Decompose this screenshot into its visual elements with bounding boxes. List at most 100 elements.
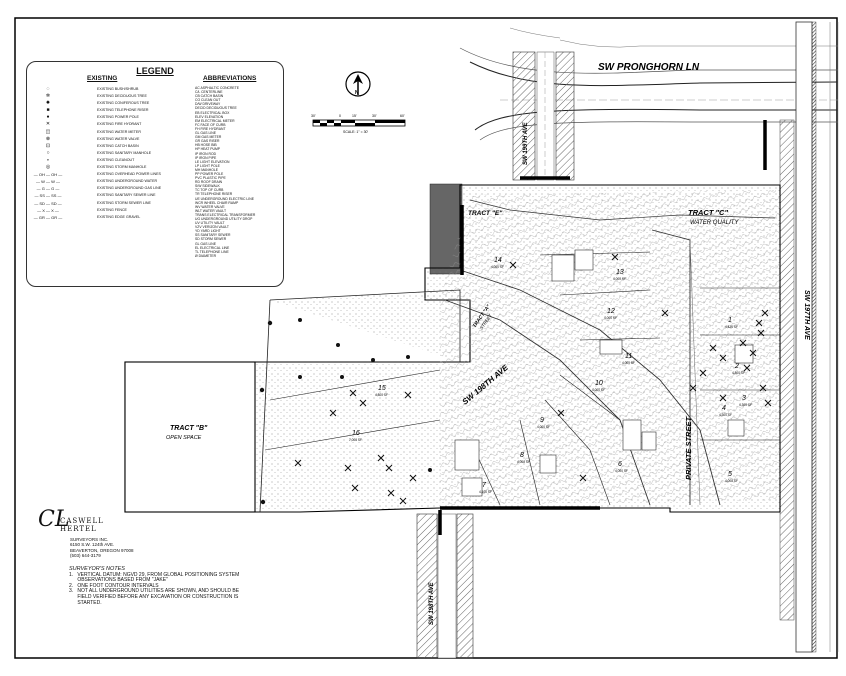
- abbreviation-item: RD ROOF DRAIN: [195, 180, 223, 185]
- tree-markers: [294, 253, 772, 505]
- lot-lines: [264, 251, 780, 506]
- lot-number: 7: [482, 482, 487, 489]
- street-label-197th: SW 197TH AVE: [803, 290, 810, 340]
- address-line: (503) 644-3179: [70, 553, 101, 559]
- tract-b-sub: OPEN SPACE: [166, 435, 202, 441]
- abbreviation-item: GR GAS RISER: [195, 139, 220, 144]
- abbreviation-item: UE UNDERGROUND ELECTRIC LINE: [195, 196, 254, 201]
- legend-title: LEGEND: [136, 66, 174, 76]
- abbreviation-item: HP HEAT PUMP: [195, 147, 221, 152]
- company-address: SURVEYORS INC.6150 S.W. 124th AVE.BEAVER…: [70, 537, 134, 559]
- abbreviation-item: PP POWER POLE: [195, 171, 224, 176]
- lot-number: 10: [595, 380, 603, 387]
- street-label-199th: SW 199TH AVE: [523, 121, 529, 165]
- abbreviation-item: YD YARD LIGHT: [195, 229, 221, 234]
- legend-item: EXISTING POWER POLE: [97, 115, 139, 120]
- legend-symbol-icon: ✕: [45, 121, 51, 128]
- legend-symbol-icon: ○: [46, 149, 50, 156]
- legend-line-sample: — OH — OH —: [33, 172, 63, 178]
- legend-line-sample: — GR — GR —: [33, 214, 63, 220]
- abbreviation-item: IP IRON ROD: [195, 151, 217, 156]
- abbreviation-item: FH FIRE HYDRANT: [195, 126, 226, 131]
- abbreviation-item: S/W SIDEWALK: [195, 184, 220, 189]
- lot-area: 4,000 SF: [604, 316, 617, 320]
- lot-area: 4,000 SF: [613, 277, 626, 281]
- abbreviation-item: LP LIGHT POLE: [195, 163, 220, 168]
- note-line: 3. NOT ALL UNDERGROUND UTILITIES ARE SHO…: [69, 588, 240, 595]
- abbreviation-item: ELEV ELEVATION: [195, 114, 224, 119]
- abbreviation-item: TRANS ELECTRICAL TRANSFORMER: [195, 212, 256, 217]
- abbreviation-item: PVC PLASTIC PIPE: [195, 176, 226, 181]
- north-letter: N: [355, 90, 359, 96]
- abbreviation-item: HB HOSE BIB: [195, 143, 217, 148]
- legend-symbol-icon: ✹: [45, 100, 51, 107]
- abbreviation-item: GL GAS LINE: [195, 241, 216, 246]
- private-street-label: PRIVATE STREET: [684, 416, 693, 480]
- legend-panel: LEGEND EXISTING ABBREVIATIONS ◌✲✹■●✕◫⊗⊡○…: [26, 61, 284, 287]
- abbreviation-item: WCR WHEEL CHAIR RAMP: [195, 200, 239, 205]
- note-line: FIELD VERIFIED BEFORE ANY EXCAVATION OR …: [69, 593, 239, 600]
- scale-tick-1: 0: [339, 114, 341, 118]
- legend-line-sample: — SD — SD —: [34, 200, 62, 206]
- abbreviation-item: FC FACE OF CURB: [195, 122, 226, 127]
- legend-item: EXISTING CONIFEROUS TREE: [97, 101, 150, 106]
- lot-number: 8: [520, 452, 524, 459]
- legend-item: EXISTING CATCH BASIN: [97, 143, 139, 148]
- legend-item: EXISTING FENCE: [97, 207, 127, 212]
- company-name-line1: CASWELL: [60, 517, 104, 525]
- legend-item: EXISTING UNDERGROUND WATER: [97, 179, 158, 184]
- lot-area: 4,800 SF: [375, 393, 388, 397]
- scale-label: SCALE: 1" = 30': [343, 130, 368, 134]
- lot-number: 4: [722, 405, 726, 412]
- abbreviation-item: EL ELECTRICAL LINE: [195, 245, 230, 250]
- tract-b-area: [124, 361, 256, 513]
- legend-item: EXISTING DECIDUOUS TREE: [97, 94, 147, 99]
- sw-198th-lower: [416, 513, 474, 659]
- lot-area: 4,000 SF: [537, 425, 550, 429]
- lot-number: 13: [616, 269, 624, 276]
- legend-item: EXISTING SANITARY SEWER LINE: [97, 193, 156, 198]
- lot-number: 14: [494, 257, 502, 264]
- note-line: STARTED.: [69, 599, 102, 606]
- abbreviation-item: Ø DIAMETER: [195, 253, 217, 258]
- lot-number: 9: [540, 417, 544, 424]
- company-name: CASWELL HERTEL: [60, 517, 104, 533]
- lot-area: 4,000 SF: [615, 469, 628, 473]
- legend-item: EXISTING CLEANOUT: [97, 157, 135, 162]
- legend-item: EXISTING STORM SEWER LINE: [97, 200, 151, 205]
- note-line: OBSERVATIONS BASED FROM "JAKE": [69, 577, 168, 584]
- company-name-line2: HERTEL: [60, 525, 97, 533]
- lot-number: 3: [742, 395, 746, 402]
- lot-area: 4,100 SF: [479, 490, 492, 494]
- lot-area: 4,000 SF: [622, 361, 635, 365]
- lot-area: 4,000 SF: [592, 388, 605, 392]
- abbreviation-item: WLT WATER VAULT: [195, 208, 227, 213]
- abbreviation-item: TR TELEPHONE RISER: [195, 192, 233, 197]
- legend-item: EXISTING STORM MANHOLE: [97, 165, 147, 170]
- abbreviation-item: MH MANHOLE: [195, 167, 218, 172]
- lot-area: 4,000 SF: [517, 460, 530, 464]
- scale-tick-0: 30': [311, 114, 316, 118]
- address-line: BEAVERTON, OREGON 97008: [70, 547, 134, 553]
- abbreviation-item: IP IRON PIPE: [195, 155, 217, 160]
- legend-item: EXISTING WATER METER: [97, 129, 141, 134]
- legend-item: EXISTING TELEPHONE RISER: [97, 108, 149, 113]
- legend-item: EXISTING EDGE GRAVEL: [97, 214, 141, 219]
- north-arrow: N: [345, 71, 371, 97]
- legend-symbol-icon: ●: [46, 114, 50, 121]
- lot-number: 6: [618, 461, 622, 468]
- legend-symbol-icon: ◌: [46, 86, 50, 92]
- notes-lines: 1. VERTICAL DATUM: NGVD 29, FROM GLOBAL …: [69, 572, 240, 607]
- legend-symbol-icon: ✲: [45, 93, 51, 100]
- lot-area: 4,426 SF: [725, 325, 738, 329]
- abbreviation-item: SD STORM SEWER: [195, 237, 227, 242]
- abbreviation-item: UG UNDERGROUND UTILITY DROP: [195, 217, 253, 221]
- legend-line-sample: — SS — SS —: [34, 193, 62, 199]
- legend-item: EXISTING OVERHEAD POWER LINES: [97, 172, 161, 177]
- note-line: 2. ONE FOOT CONTOUR INTERVALS: [69, 582, 159, 589]
- scale-tick-3: 30': [372, 114, 377, 118]
- lot-area: 4,800 SF: [732, 371, 745, 375]
